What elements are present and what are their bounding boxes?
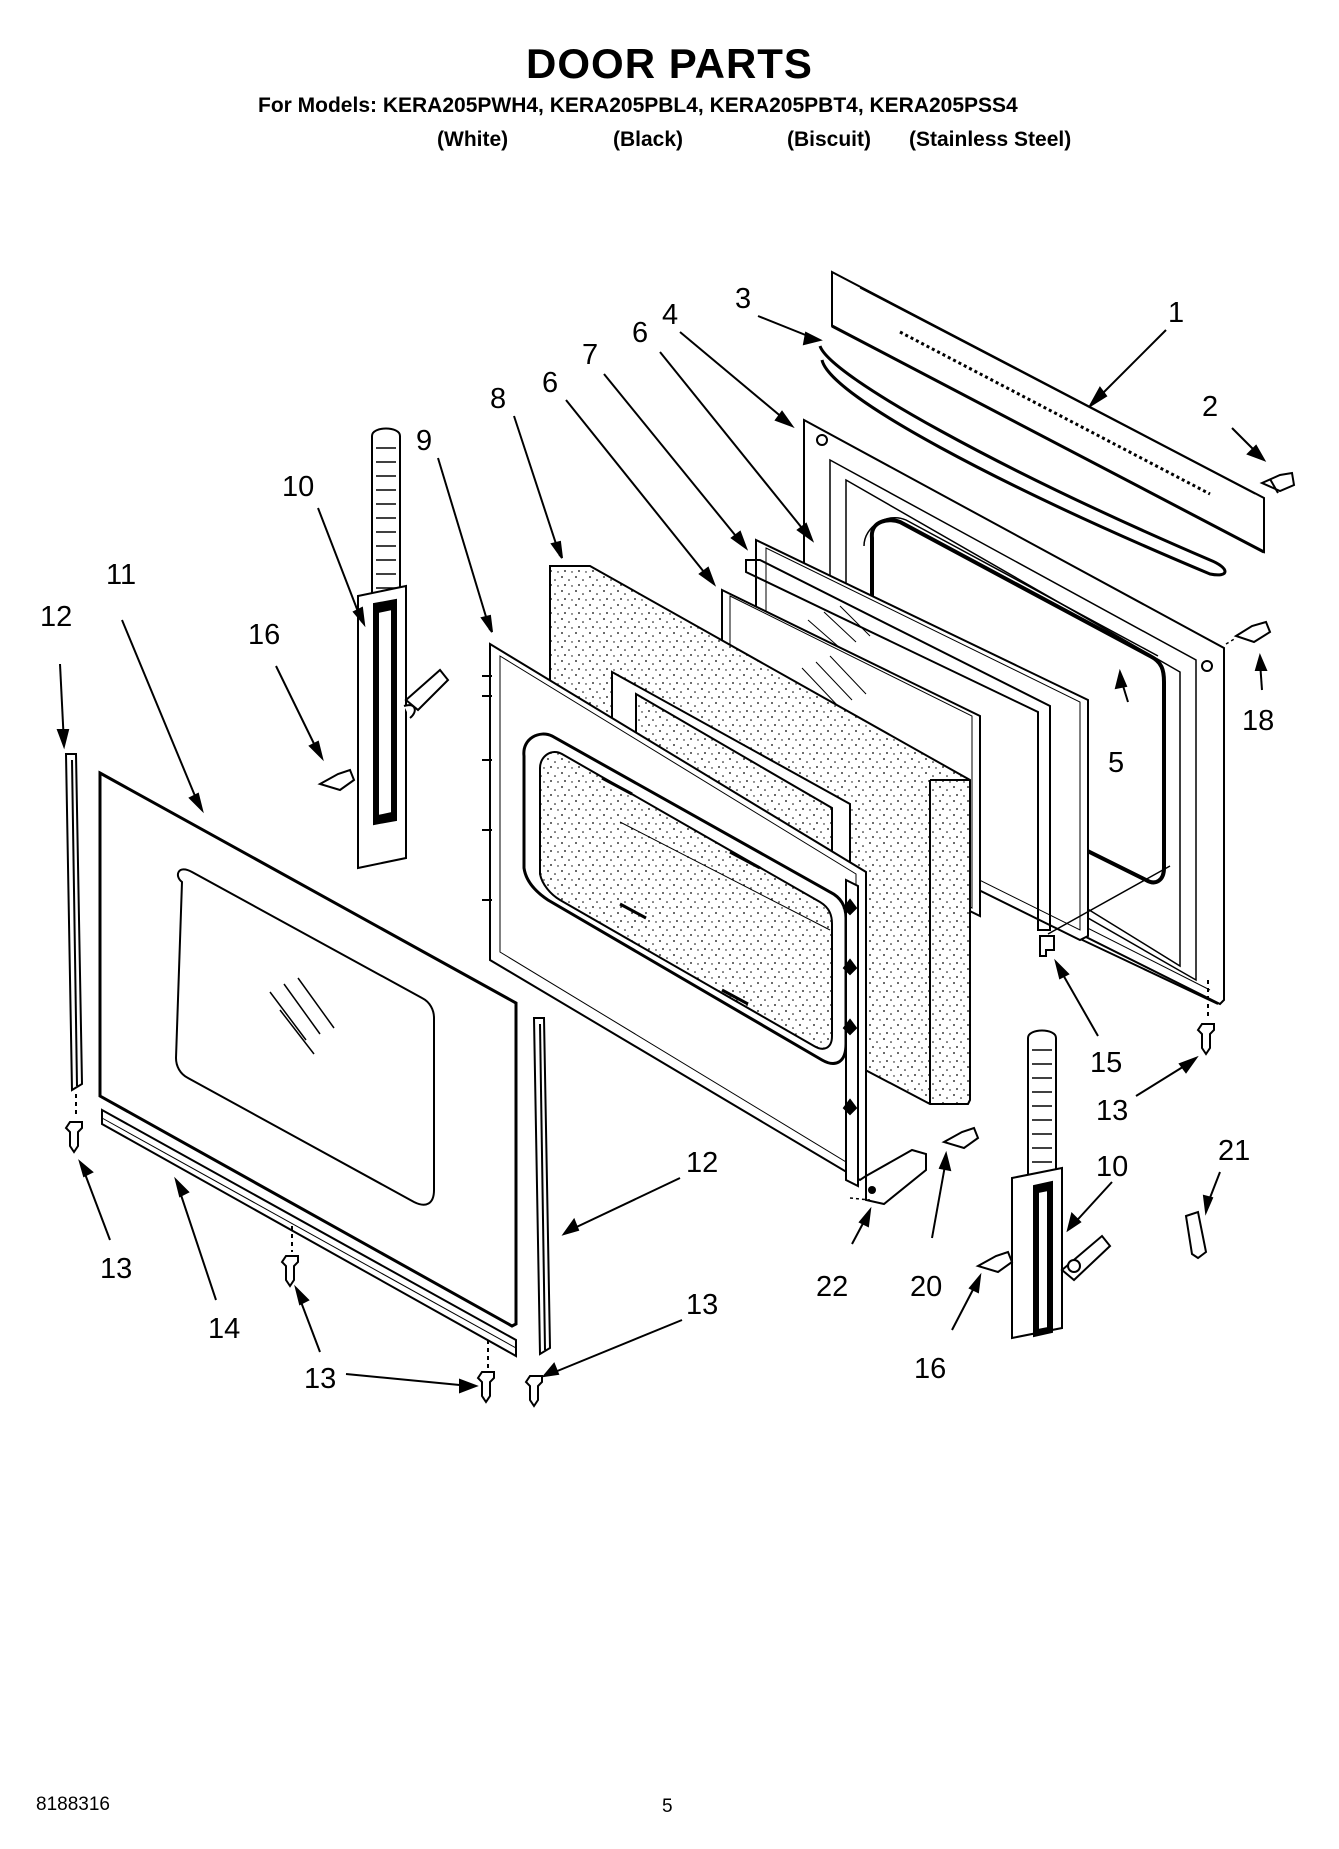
callout-11: 11	[106, 559, 136, 591]
callout-13-bottom: 13	[304, 1363, 336, 1395]
bottom-trim	[101, 1108, 517, 1358]
callout-1: 1	[1168, 297, 1184, 329]
outer-door-glass	[98, 770, 518, 1328]
color-white: (White)	[437, 128, 509, 151]
screw-part-2	[1259, 471, 1296, 494]
callout-10-lower: 10	[1096, 1151, 1128, 1183]
callout-12-right: 12	[686, 1147, 718, 1179]
screw-part-13-c	[476, 1340, 495, 1404]
callout-labels: 1 2 3 4 5 6 6 7 8 9 10 10 11 12 12 13 13…	[40, 283, 1274, 1395]
page-title: DOOR PARTS	[526, 40, 813, 87]
bracket-part-22	[865, 1148, 927, 1206]
callout-22: 22	[816, 1271, 848, 1303]
door-trim-strip	[831, 270, 1265, 554]
screw-part-13-b	[280, 1226, 299, 1288]
callout-6-upper: 6	[632, 317, 648, 349]
callout-2: 2	[1202, 391, 1218, 423]
screw-part-16-upper	[317, 768, 356, 792]
callout-13-right: 13	[1096, 1095, 1128, 1127]
color-stainless-steel: (Stainless Steel)	[909, 128, 1072, 151]
callout-13-bottom-right: 13	[686, 1289, 718, 1321]
models-line: For Models: KERA205PWH4, KERA205PBL4, KE…	[258, 94, 1018, 117]
callout-10-upper: 10	[282, 471, 314, 503]
callout-6-lower: 6	[542, 367, 558, 399]
leader-lines	[56, 315, 1268, 1394]
screw-part-13-a	[64, 1094, 83, 1154]
screw-part-16-lower	[975, 1250, 1014, 1274]
part-number: 8188316	[36, 1794, 110, 1815]
screw-part-20	[941, 1126, 980, 1150]
callout-5: 5	[1108, 747, 1124, 779]
callout-13-left: 13	[100, 1253, 132, 1285]
callout-8: 8	[490, 383, 506, 415]
door-hinge-lower	[1011, 1029, 1112, 1340]
color-black: (Black)	[613, 128, 684, 151]
callout-4: 4	[662, 299, 678, 331]
door-frame-liner	[482, 642, 867, 1188]
screw-part-13-e	[1196, 980, 1215, 1056]
door-hinge-upper	[357, 427, 450, 870]
callout-15: 15	[1090, 1047, 1122, 1079]
callout-20: 20	[910, 1271, 942, 1303]
page-number: 5	[662, 1796, 673, 1817]
callout-16-upper: 16	[248, 619, 280, 651]
callout-16-lower: 16	[914, 1353, 946, 1385]
callout-3: 3	[735, 283, 751, 315]
screw-part-18	[1233, 620, 1272, 644]
color-biscuit: (Biscuit)	[787, 128, 871, 151]
callout-7: 7	[582, 339, 598, 371]
gasket-part-3	[818, 345, 1227, 577]
side-trim-left	[64, 753, 84, 1092]
glass-bracket-part-7	[745, 559, 1051, 931]
clip-part-15	[1039, 935, 1055, 957]
key-part-21	[1184, 1210, 1208, 1260]
side-trim-right	[532, 1017, 552, 1356]
callout-21: 21	[1218, 1135, 1250, 1167]
callout-12-left: 12	[40, 601, 72, 633]
callout-9: 9	[416, 425, 432, 457]
callout-14: 14	[208, 1313, 240, 1345]
screw-part-13-d	[524, 1375, 543, 1408]
callout-18: 18	[1242, 705, 1274, 737]
